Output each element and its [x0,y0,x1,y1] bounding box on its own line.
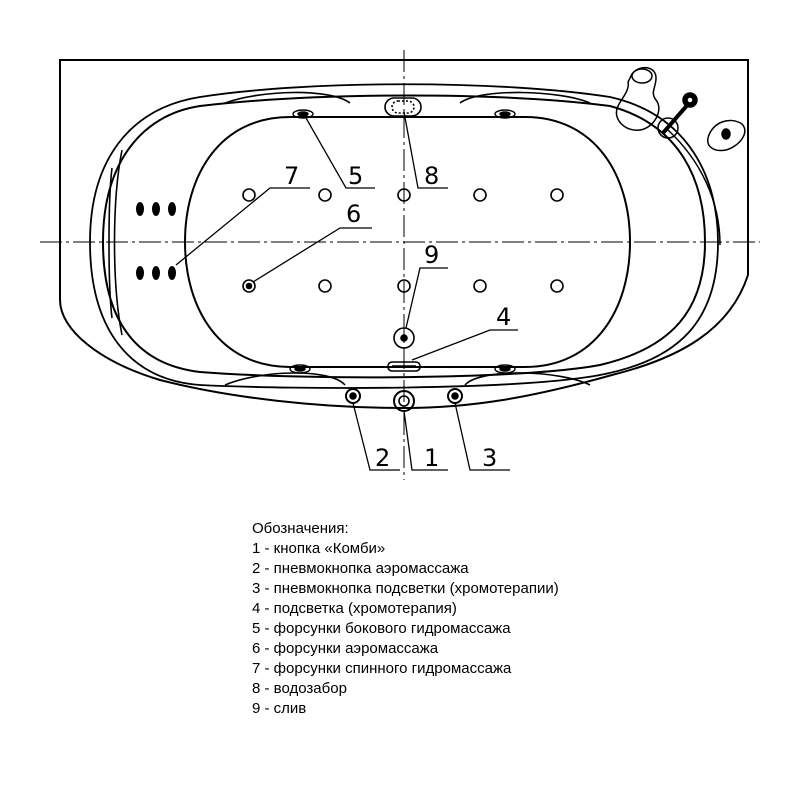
backrest-contour [108,149,123,336]
legend-item: 8 - водозабор [252,680,347,697]
legend-item: 3 - пневмокнопка подсветки (хромотерапии… [252,580,559,597]
legend-item: 5 - форсунки бокового гидромассажа [252,620,511,637]
back-hydromassage-jets [136,202,176,280]
tub-inner-rim [101,94,707,379]
callout-2: 2 [375,444,390,472]
legend: Обозначения: 1 - кнопка «Комби» 2 - пнев… [252,519,559,719]
armrest-bottom [224,372,591,386]
bathtub-drawing: 7 5 8 6 9 4 2 1 3 [40,50,760,480]
legend-item: 9 - слив [252,700,307,717]
side-hydromassage-jets [289,109,516,374]
drain [393,327,415,349]
hand-shower [707,119,746,152]
legend-item: 6 - форсунки аэромассажа [252,640,439,657]
callout-6: 6 [346,200,361,228]
leader-lines [175,111,518,471]
tub-outline [59,59,749,410]
legend-title: Обозначения: [252,520,349,537]
callout-1: 1 [424,444,439,472]
callout-4: 4 [496,303,511,331]
legend-item: 1 - кнопка «Комби» [252,540,386,557]
water-intake [384,97,422,117]
legend-item: 7 - форсунки спинного гидромассажа [252,660,512,677]
light-pneumo-button [447,388,463,404]
tub-deck [89,83,719,389]
hand-shower-holder [657,117,679,139]
callout-5: 5 [348,162,363,190]
hand-shower-hose [667,129,721,246]
legend-item: 4 - подсветка (хромотерапия) [252,600,457,617]
legend-item: 2 - пневмокнопка аэромассажа [252,560,469,577]
callout-8: 8 [424,162,439,190]
spout [615,66,660,131]
faucet-group [615,66,746,246]
center-lines [40,50,760,480]
callout-3: 3 [482,444,497,472]
aeromassage-pneumo-button [345,388,361,404]
callout-7: 7 [284,162,299,190]
aeromassage-jets [242,188,564,293]
tub-floor [183,116,632,368]
chromotherapy-light [387,361,421,372]
callout-9: 9 [424,241,439,269]
armrest-top [224,91,591,104]
